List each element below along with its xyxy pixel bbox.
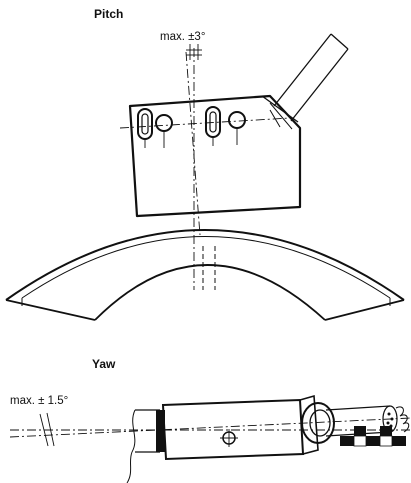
pitch-tolerance-label: max. ±3° [160,31,205,43]
yaw-title: Yaw [92,357,116,371]
pitch-view: Pitch max. ±3° [5,7,405,321]
lens-right-icon [228,111,246,129]
mounting-slot-left [137,108,153,140]
mounting-bracket [126,409,165,483]
connector [301,402,391,444]
pitch-title: Pitch [94,7,123,21]
pitch-tilted-centerline [185,51,201,236]
yaw-tolerance-label: max. ± 1.5° [10,395,68,407]
yaw-view: Yaw max. ± 1.5° [9,357,411,483]
hole-tick-marks [144,128,238,148]
cable [273,33,349,122]
checkered-target [340,426,406,447]
yaw-tilted-centerline [9,417,411,438]
curved-target [5,229,405,321]
bracket-clamp [156,410,165,452]
lens-left-icon [155,114,173,132]
sensor-body [161,394,319,461]
yaw-tolerance-marker [39,412,55,447]
